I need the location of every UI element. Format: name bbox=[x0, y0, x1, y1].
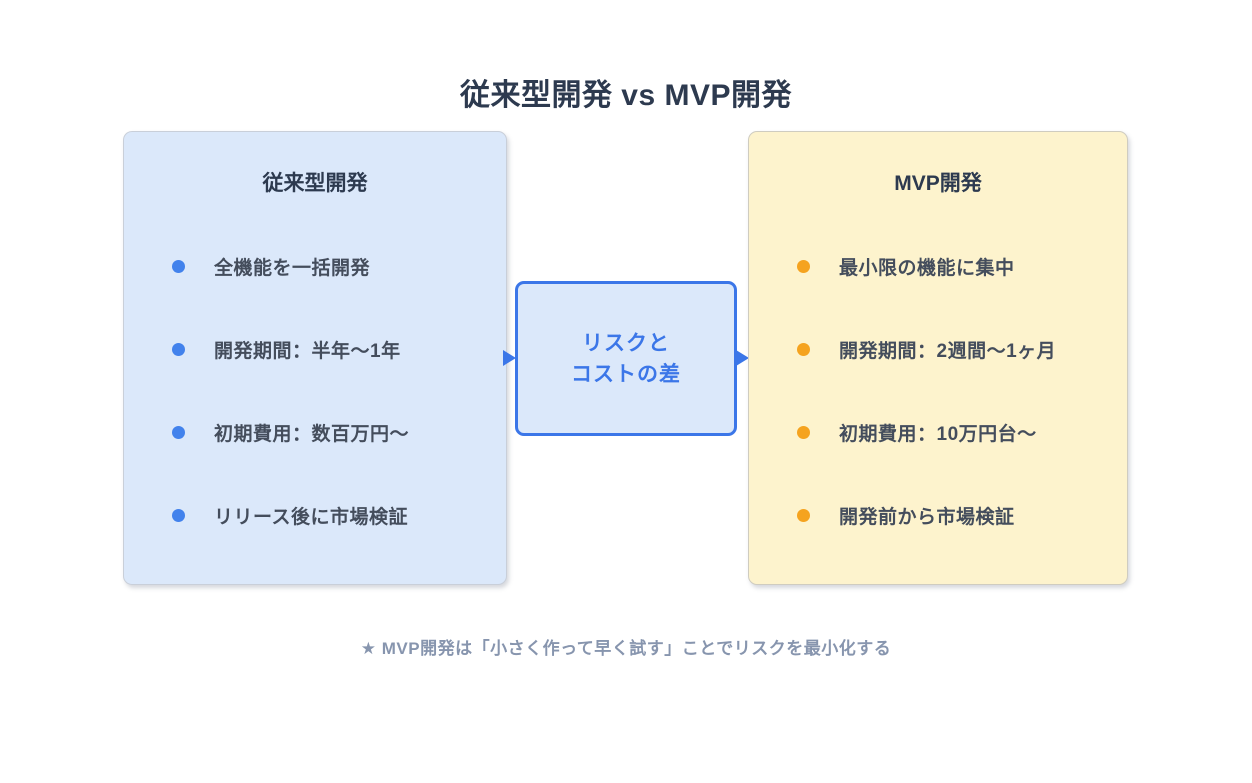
mvp-panel-heading: MVP開発 bbox=[894, 172, 982, 195]
footer-note: ★ MVP開発は「小さく作って早く試す」ことでリスクを最小化する bbox=[360, 639, 892, 658]
page-title: 従来型開発 vs MVP開発 bbox=[459, 79, 793, 112]
list-item-label: 開発前から市場検証 bbox=[839, 506, 1015, 528]
traditional-panel-heading: 従来型開発 bbox=[262, 172, 368, 195]
bullet-dot-icon bbox=[797, 259, 810, 273]
list-item: 開発期間：半年〜1年 bbox=[124, 335, 506, 363]
center-box-label-line1: リスクと bbox=[582, 331, 670, 355]
center-box-label-line2: コストの差 bbox=[571, 362, 681, 386]
bullet-dot-icon bbox=[797, 425, 810, 439]
bullet-dot-icon bbox=[172, 425, 185, 439]
list-item: 開発前から市場検証 bbox=[749, 501, 1127, 529]
arrow-left-to-center-icon bbox=[503, 350, 516, 366]
arrow-center-to-right-icon bbox=[736, 350, 749, 366]
bullet-dot-icon bbox=[797, 342, 810, 356]
bullet-dot-icon bbox=[172, 259, 185, 273]
list-item-label: 最小限の機能に集中 bbox=[839, 257, 1015, 279]
list-item-label: 初期費用：10万円台〜 bbox=[839, 423, 1037, 445]
traditional-panel-list: 全機能を一括開発 開発期間：半年〜1年 初期費用：数百万円〜 リリース後に市場検… bbox=[124, 252, 506, 584]
risk-cost-difference-box: リスクと コストの差 bbox=[515, 281, 737, 436]
list-item: 初期費用：数百万円〜 bbox=[124, 418, 506, 446]
list-item-label: 開発期間：2週間〜1ヶ月 bbox=[839, 340, 1057, 362]
mvp-panel-list: 最小限の機能に集中 開発期間：2週間〜1ヶ月 初期費用：10万円台〜 開発前から… bbox=[749, 252, 1127, 584]
mvp-development-panel: MVP開発 最小限の機能に集中 開発期間：2週間〜1ヶ月 初期費用：10万円台〜… bbox=[748, 131, 1128, 585]
list-item: 開発期間：2週間〜1ヶ月 bbox=[749, 335, 1127, 363]
list-item: リリース後に市場検証 bbox=[124, 501, 506, 529]
list-item-label: 初期費用：数百万円〜 bbox=[214, 423, 410, 445]
list-item-label: リリース後に市場検証 bbox=[214, 506, 409, 528]
traditional-development-panel: 従来型開発 全機能を一括開発 開発期間：半年〜1年 初期費用：数百万円〜 リリー… bbox=[123, 131, 507, 585]
bullet-dot-icon bbox=[172, 508, 185, 522]
list-item-label: 全機能を一括開発 bbox=[214, 257, 371, 279]
list-item: 最小限の機能に集中 bbox=[749, 252, 1127, 280]
list-item-label: 開発期間：半年〜1年 bbox=[214, 340, 401, 362]
bullet-dot-icon bbox=[797, 508, 810, 522]
bullet-dot-icon bbox=[172, 342, 185, 356]
list-item: 初期費用：10万円台〜 bbox=[749, 418, 1127, 446]
list-item: 全機能を一括開発 bbox=[124, 252, 506, 280]
